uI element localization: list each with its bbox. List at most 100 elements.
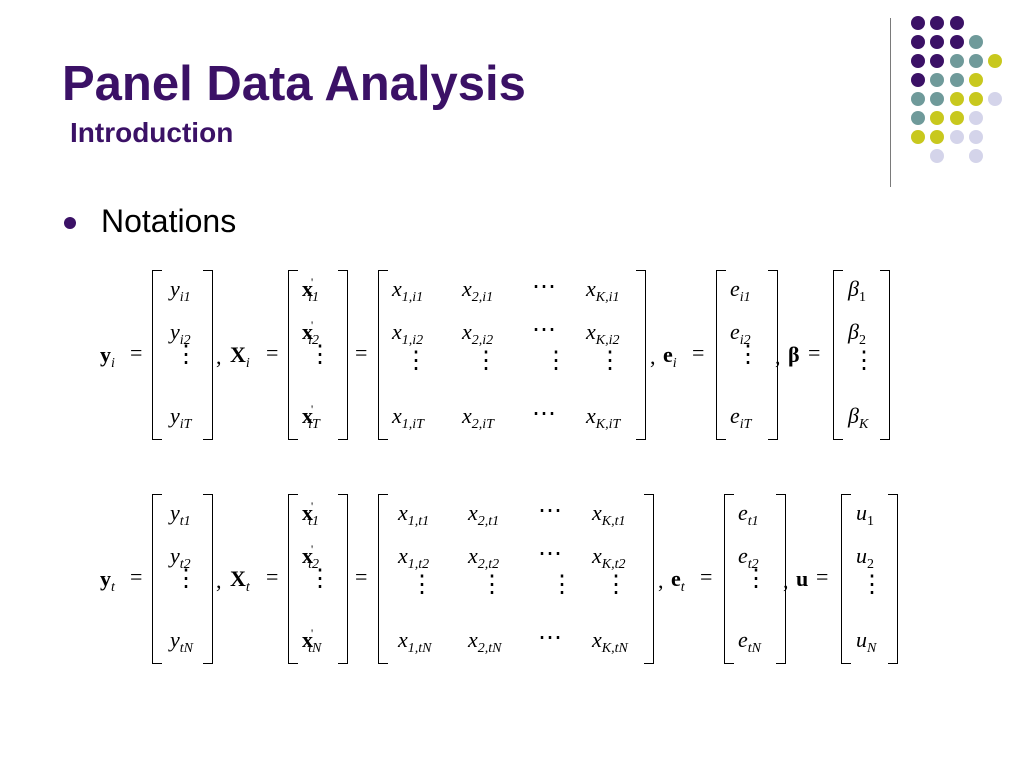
math-base: x <box>592 627 602 652</box>
math-base: x <box>398 543 408 568</box>
right-bracket <box>338 494 348 664</box>
math-subscript: K,iT <box>595 417 621 432</box>
math-subscript: i <box>672 356 677 371</box>
math-base: x <box>392 403 402 428</box>
equals-sign: = <box>266 340 279 365</box>
matrix-entry: βK <box>848 403 869 432</box>
decorative-dot <box>930 35 944 49</box>
equals-sign: = <box>692 340 705 365</box>
left-bracket <box>378 494 388 664</box>
decorative-dot <box>950 73 964 87</box>
math-base: x <box>462 276 472 301</box>
vertical-dots: ⋮ <box>410 572 434 598</box>
vector-beta-label: β <box>788 342 800 368</box>
matrix-entry: ei2 <box>730 319 751 348</box>
decorative-dot <box>950 111 964 125</box>
matrix-entry: yi1 <box>170 276 191 305</box>
right-bracket <box>203 270 213 440</box>
math-subscript: 2 <box>858 333 866 348</box>
matrix-entry: x't1 <box>302 499 319 529</box>
vertical-dots: ⋮ <box>598 348 622 374</box>
math-subscript: 1,i1 <box>401 290 424 305</box>
math-base: x <box>392 276 402 301</box>
math-subscript: iT <box>739 417 752 432</box>
matrix-entry: yiT <box>170 403 191 432</box>
math-subscript: 1,t1 <box>407 514 430 529</box>
decorative-dot <box>911 111 925 125</box>
math-subscript: i1 <box>179 290 191 305</box>
horizontal-dots: ⋯ <box>538 541 562 567</box>
horizontal-dots: ⋯ <box>532 401 556 427</box>
horizontal-dots: ⋯ <box>532 317 556 343</box>
matrix-entry: uN <box>856 627 876 656</box>
math-base: x <box>468 500 478 525</box>
math-subscript: i2 <box>308 333 320 348</box>
math-base: x <box>398 627 408 652</box>
prime-mark: ' <box>311 318 314 332</box>
math-base: x <box>302 500 313 525</box>
math-subscript: t2 <box>308 557 320 572</box>
math-base: e <box>671 566 681 591</box>
equals-sign: = <box>130 564 143 589</box>
math-base: β <box>788 342 800 367</box>
bullet-notations: Notations <box>101 203 237 239</box>
matrix-entry: et1 <box>738 500 759 529</box>
math-subscript: i2 <box>179 333 191 348</box>
decorative-dot <box>988 92 1002 106</box>
math-subscript: 2,iT <box>471 417 494 432</box>
decorative-dot <box>930 16 944 30</box>
math-subscript: K,tN <box>601 641 628 656</box>
math-base: y <box>170 403 180 428</box>
math-subscript: 1 <box>867 514 874 529</box>
decorative-dot <box>950 54 964 68</box>
math-subscript: K <box>858 417 869 432</box>
matrix-entry: x1,i1 <box>392 276 424 305</box>
equals-sign: = <box>808 340 821 365</box>
matrix-X-label: Xi <box>230 342 250 371</box>
left-bracket <box>841 494 851 664</box>
matrix-entry: x2,iT <box>462 403 494 432</box>
math-base: x <box>302 276 313 301</box>
slide-title: Panel Data Analysis <box>62 57 526 111</box>
matrix-entry: x'i2 <box>302 318 320 348</box>
vertical-dots: ⋮ <box>174 342 198 368</box>
math-subscript: 1 <box>858 290 866 305</box>
decorative-dot-grid <box>0 0 1024 200</box>
math-subscript: t1 <box>179 514 191 529</box>
matrix-entry: ei1 <box>730 276 751 305</box>
vertical-dots: ⋮ <box>474 348 498 374</box>
prime-mark: ' <box>311 275 314 289</box>
vertical-dots: ⋮ <box>174 566 198 592</box>
math-base: e <box>730 276 740 301</box>
decorative-dot <box>950 130 964 144</box>
prime-mark: ' <box>311 499 314 513</box>
math-base: u <box>856 627 867 652</box>
comma: , <box>775 344 781 369</box>
prime-mark: ' <box>311 626 314 640</box>
math-subscript: t <box>680 580 685 595</box>
math-base: e <box>730 319 740 344</box>
slide-subtitle: Introduction <box>70 117 234 148</box>
matrix-entry: yi2 <box>170 319 191 348</box>
vertical-dots: ⋮ <box>604 572 628 598</box>
math-subscript: K,t1 <box>601 514 626 529</box>
vector-y-label: yt <box>100 566 115 595</box>
math-subscript: 2,tN <box>477 641 502 656</box>
decorative-dot <box>969 130 983 144</box>
decorative-dot <box>911 73 925 87</box>
math-base: u <box>856 543 867 568</box>
decorative-dot <box>969 54 983 68</box>
vertical-dots: ⋮ <box>544 348 568 374</box>
matrix-entry: xK,t2 <box>592 543 626 572</box>
right-bracket <box>880 270 890 440</box>
vertical-dots: ⋮ <box>308 342 332 368</box>
equals-sign: = <box>816 564 829 589</box>
math-base: x <box>586 276 596 301</box>
vertical-dots: ⋮ <box>480 572 504 598</box>
comma: , <box>658 568 664 593</box>
prime-mark: ' <box>311 402 314 416</box>
math-subscript: 2,i1 <box>471 290 494 305</box>
decorative-dot <box>969 35 983 49</box>
equals-sign: = <box>266 564 279 589</box>
math-subscript: t1 <box>747 514 759 529</box>
